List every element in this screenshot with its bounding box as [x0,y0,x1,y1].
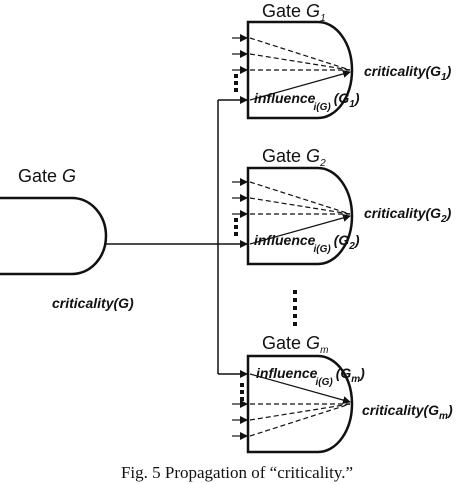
g1-influence-dashed [249,53,351,71]
g1-influence-dashed [249,37,351,71]
gm-influence-dashed [249,403,351,421]
g2-input-ellipsis [234,218,238,236]
gm-input-ellipsis [240,383,244,401]
g1-influence-solid [249,70,351,101]
target-gate-m-shape [246,354,354,454]
gates-ellipsis [293,290,297,326]
gm-influence-dashed [249,403,351,437]
target-gate-2-shape [246,166,354,266]
g1-input-ellipsis [234,74,238,92]
target-gate-1-criticality: criticality(G1) [364,63,452,83]
target-gate-2-criticality: criticality(G2) [364,205,452,225]
source-gate-criticality-label: criticality(G) [52,295,134,311]
g2-influence-solid [249,214,351,245]
g2-influence-dashed [249,197,351,215]
figure-caption: Fig. 5 Propagation of “criticality.” [121,463,353,482]
g2-influence-dashed [249,181,351,215]
target-gate-1-shape [246,20,354,120]
target-gate-m-criticality: criticality(Gm) [362,402,453,422]
target-gate-m-title: Gate Gm [262,333,328,356]
gm-influence-solid [249,373,351,404]
source-gate-title: Gate G [18,166,76,186]
source-gate-shape [0,196,108,276]
target-gate-1-title: Gate G1 [262,1,326,24]
fanout-wires [106,96,248,378]
source-gate: Gate G criticality(G) [0,166,134,311]
target-gate-2-title: Gate G2 [262,146,326,169]
